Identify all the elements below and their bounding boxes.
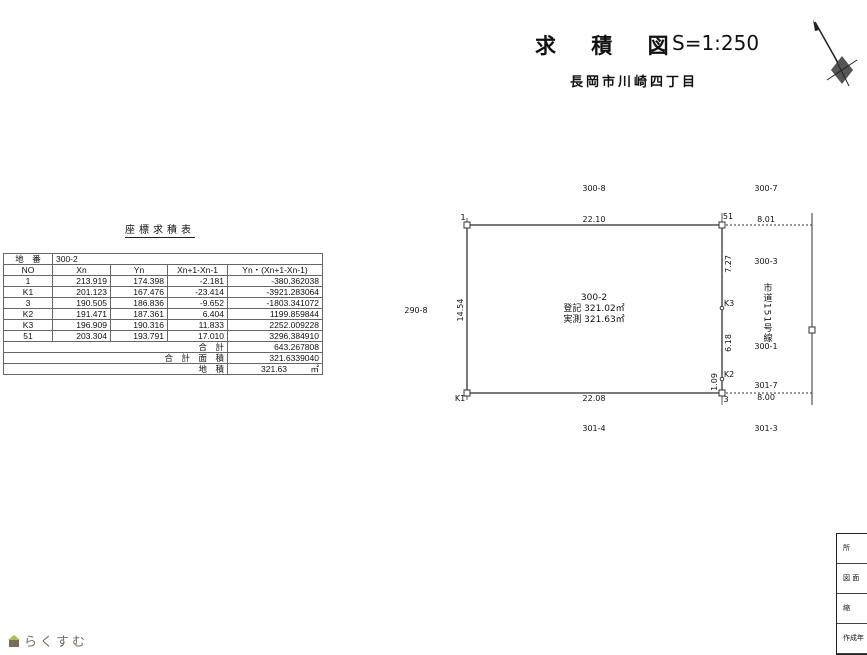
- parcel-info: 300-2 登記 321.02㎡ 実測 321.63㎡: [563, 293, 624, 326]
- address-label: 長岡市川崎四丁目: [570, 75, 699, 90]
- dimension-label: 1.09: [710, 373, 719, 391]
- road-name: 市道151号線: [761, 282, 772, 344]
- title-block-row: 所: [837, 534, 867, 564]
- title-block-row: 図 面: [837, 564, 867, 594]
- measured-area: 実測 321.63㎡: [563, 315, 625, 325]
- land-area-unit: ㎡: [310, 364, 319, 374]
- dimension-label: 22.08: [582, 394, 606, 403]
- boundary-marker: [463, 221, 471, 229]
- land-area-cell: 321.63 ㎡: [227, 363, 323, 375]
- point-label: 51: [722, 212, 734, 221]
- coord-table-title: 座標求積表: [125, 221, 195, 238]
- point-label: K1: [454, 394, 466, 403]
- north-arrow-icon: [813, 20, 858, 87]
- boundary-marker: [718, 389, 726, 397]
- neighbor-lot: 301-3: [754, 424, 778, 433]
- parcel-number: 300-2: [580, 293, 608, 303]
- logo-text: らくすむ: [24, 635, 89, 650]
- boundary-marker: [463, 389, 471, 397]
- neighbor-lot: 300-7: [754, 184, 778, 193]
- neighbor-lot: 301-4: [582, 424, 606, 433]
- dimension-label: 22.10: [582, 215, 606, 224]
- dimension-label: 6.18: [724, 334, 733, 352]
- point-label: 1: [460, 213, 466, 222]
- house-logo-icon: [8, 634, 20, 647]
- point-marker: [719, 376, 725, 382]
- neighbor-lot: 300-1: [754, 342, 778, 351]
- point-label: 3: [723, 395, 729, 404]
- neighbor-lot: 301-7: [754, 381, 778, 390]
- title-block: 所 図 面 縮 作成年: [836, 533, 867, 655]
- title-block-row: 縮: [837, 594, 867, 624]
- boundary-marker: [808, 326, 816, 334]
- neighbor-lot: 300-3: [754, 257, 778, 266]
- dimension-label: 8.00: [757, 393, 775, 402]
- logo: らくすむ: [8, 631, 88, 650]
- point-marker: [719, 305, 725, 311]
- registered-area: 登記 321.02㎡: [563, 304, 625, 314]
- scale-label: S=1:250: [672, 31, 760, 55]
- point-label: K3: [723, 299, 735, 308]
- dimension-label: 14.54: [456, 298, 465, 322]
- point-label: K2: [723, 370, 735, 379]
- dimension-label: 7.27: [724, 255, 733, 273]
- boundary-marker: [718, 221, 726, 229]
- neighbor-lot: 300-8: [582, 184, 606, 193]
- document-title: 求 積 図: [535, 34, 683, 58]
- dimension-label: 8.01: [757, 215, 775, 224]
- neighbor-lot: 290-8: [404, 306, 428, 315]
- land-area-value: 321.63: [261, 364, 287, 374]
